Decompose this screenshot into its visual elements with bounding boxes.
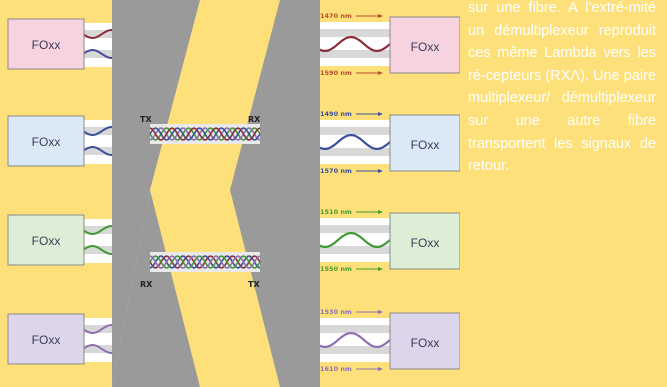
port-label-bottom-left: RX [140, 280, 153, 289]
wavelength-label: 1490 nm [320, 110, 352, 118]
left-foxx-module [7, 313, 85, 365]
signal-wave [311, 134, 391, 150]
right-module-label: FOxx [411, 40, 440, 54]
trunk-fibers [149, 124, 261, 272]
wavelength-arrowhead [378, 310, 383, 314]
right-fiber-band [312, 225, 390, 233]
left-foxx-module [7, 214, 85, 266]
wavelength-label: 1610 nm [320, 365, 352, 373]
wavelength-tags: 1470 nm 1590 nm 1490 nm 1570 nm 1510 nm 1550 … [320, 12, 383, 373]
multiplexers [112, 0, 320, 387]
right-foxx-module [389, 114, 460, 172]
trunk-signal [149, 255, 261, 269]
right-foxx-module [389, 212, 460, 270]
left-module-label: FOxx [32, 135, 61, 149]
port-labels: TX RX RX TX [140, 115, 261, 289]
wavelength-label: 1590 nm [320, 69, 352, 77]
signal-wave [311, 332, 391, 348]
right-module-label: FOxx [411, 138, 440, 152]
right-fiber-bg [312, 218, 390, 262]
right-fiber-band [312, 246, 390, 254]
caption-text: sur une fibre. A l’extré-mité un démulti… [468, 0, 656, 175]
wavelength-arrowhead [378, 71, 383, 75]
port-label-bottom-right: TX [248, 280, 260, 289]
right-multiplexer [230, 0, 320, 387]
right-fiber-bg [312, 120, 390, 164]
signal-wave [311, 232, 391, 248]
right-foxx-module [389, 312, 460, 370]
left-multiplexer [112, 0, 200, 387]
wavelength-label: 1470 nm [320, 12, 352, 20]
trunk-signal [149, 127, 261, 141]
right-fiber-band [312, 29, 390, 37]
right-module-label: FOxx [411, 336, 440, 350]
trunk-signal [149, 255, 261, 269]
trunk-signal [149, 255, 261, 269]
right-fiber-band [312, 346, 390, 354]
port-label-top-right: RX [248, 115, 261, 124]
wavelength-arrowhead [378, 169, 383, 173]
trunk-signal [149, 127, 261, 141]
right-foxx-module [389, 16, 460, 74]
right-module-label: FOxx [411, 236, 440, 250]
wavelength-arrowhead [378, 210, 383, 214]
left-module-label: FOxx [32, 234, 61, 248]
left-multiplexer [112, 190, 200, 387]
right-fiber-bg [312, 22, 390, 66]
wavelength-arrowhead [378, 267, 383, 271]
right-fiber-band [312, 127, 390, 135]
right-fiber-band [312, 148, 390, 156]
trunk-signal [149, 127, 261, 141]
right-fiber-band [312, 50, 390, 58]
wavelength-label: 1550 nm [320, 265, 352, 273]
wavelength-label: 1570 nm [320, 167, 352, 175]
wavelength-arrowhead [378, 112, 383, 116]
wavelength-arrowhead [378, 14, 383, 18]
right-fiber-band [312, 325, 390, 333]
right-fiber-bg [312, 318, 390, 362]
left-foxx-module [7, 115, 85, 167]
wavelength-label: 1530 nm [320, 308, 352, 316]
signal-wave [311, 36, 391, 52]
left-module-label: FOxx [32, 38, 61, 52]
wavelength-label: 1510 nm [320, 208, 352, 216]
wavelength-arrowhead [378, 367, 383, 371]
port-label-top-left: TX [140, 115, 152, 124]
left-foxx-module [7, 18, 85, 70]
left-module-label: FOxx [32, 333, 61, 347]
